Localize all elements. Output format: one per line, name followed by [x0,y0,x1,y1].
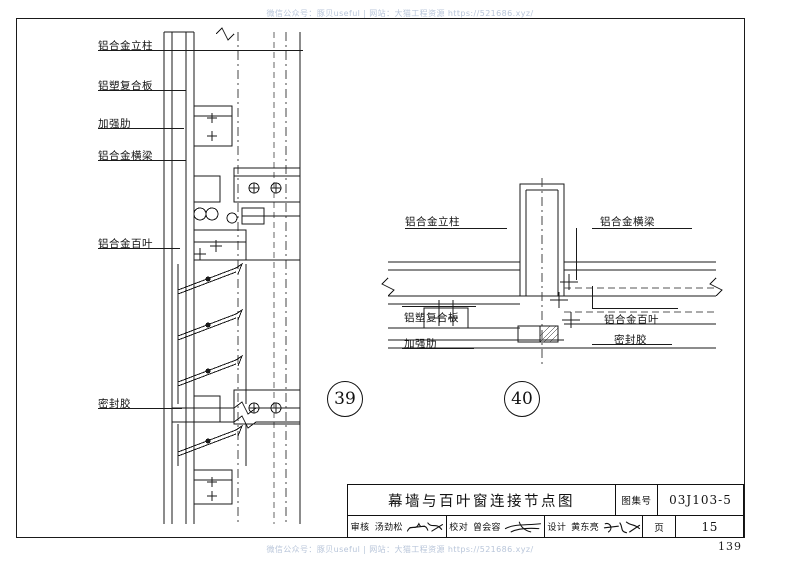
leader-aluminum-mullion-left [98,50,303,51]
design-name: 黄东亮 [571,523,600,533]
leader-aluminum-transom-left [98,160,186,161]
leader-aluminum-composite-left [98,90,186,91]
leader-aluminum-louver-right-drop [592,286,593,308]
check-signature [503,516,544,537]
label-stiffener-rib-left: 加强肋 [98,118,131,130]
drawing-title: 幕墙与百叶窗连接节点图 [388,493,575,510]
title-block-signature-row: 审核 汤劲松 校对 曾会容 [348,515,743,537]
page-number-label: 页 [642,516,675,537]
label-aluminum-composite-right: 铝塑复合板 [404,312,459,324]
label-aluminum-transom-right: 铝合金横梁 [600,216,655,228]
sheet-folio-number: 139 [718,540,742,553]
atlas-number-label: 图集号 [615,485,657,515]
title-block-top-row: 幕墙与百叶窗连接节点图 图集号 03J103-5 [348,485,743,515]
leader-aluminum-louver-left [98,248,180,249]
label-aluminum-mullion-right: 铝合金立柱 [405,216,460,228]
label-aluminum-composite-left: 铝塑复合板 [98,80,153,92]
design-label: 设计 [544,516,569,537]
review-signature [405,516,446,537]
detail-bubble-39: 39 [327,381,363,417]
leader-aluminum-transom-right-drop [576,228,577,280]
leader-sealant-left [98,408,182,409]
atlas-number-value: 03J103-5 [657,485,743,515]
label-aluminum-mullion-left: 铝合金立柱 [98,40,153,52]
leader-stiffener-rib-right [402,348,474,349]
drawing-frame-right-edge [744,18,745,538]
watermark-top: 微信公众号：豚贝useful | 网站：大猫工程资源 https://52168… [266,9,534,18]
label-aluminum-louver-left: 铝合金百叶 [98,238,153,250]
label-sealant-right: 密封胶 [614,334,647,346]
leader-aluminum-louver-right [592,308,678,309]
detail-bubble-40: 40 [504,381,540,417]
label-stiffener-rib-right: 加强肋 [404,338,437,350]
check-name: 曾会容 [472,523,501,533]
review-label: 审核 [350,523,370,533]
label-sealant-left: 密封胶 [98,398,131,410]
leader-aluminum-composite-right [402,306,476,307]
page-number-value: 15 [675,516,743,537]
check-label: 校对 [445,516,471,537]
leader-aluminum-transom-right [592,228,692,229]
label-aluminum-transom-left: 铝合金横梁 [98,150,153,162]
leader-sealant-right [592,344,672,345]
design-signature [602,516,643,537]
leader-stiffener-rib-left [98,128,184,129]
watermark-bottom: 微信公众号：豚贝useful | 网站：大猫工程资源 https://52168… [266,545,534,554]
label-aluminum-louver-right: 铝合金百叶 [604,314,659,326]
detail-left-geometry [163,27,301,524]
leader-aluminum-mullion-right [405,228,507,229]
title-block: 幕墙与百叶窗连接节点图 图集号 03J103-5 审核 汤劲松 校对 曾会容 [347,484,744,538]
review-name: 汤劲松 [374,523,403,533]
